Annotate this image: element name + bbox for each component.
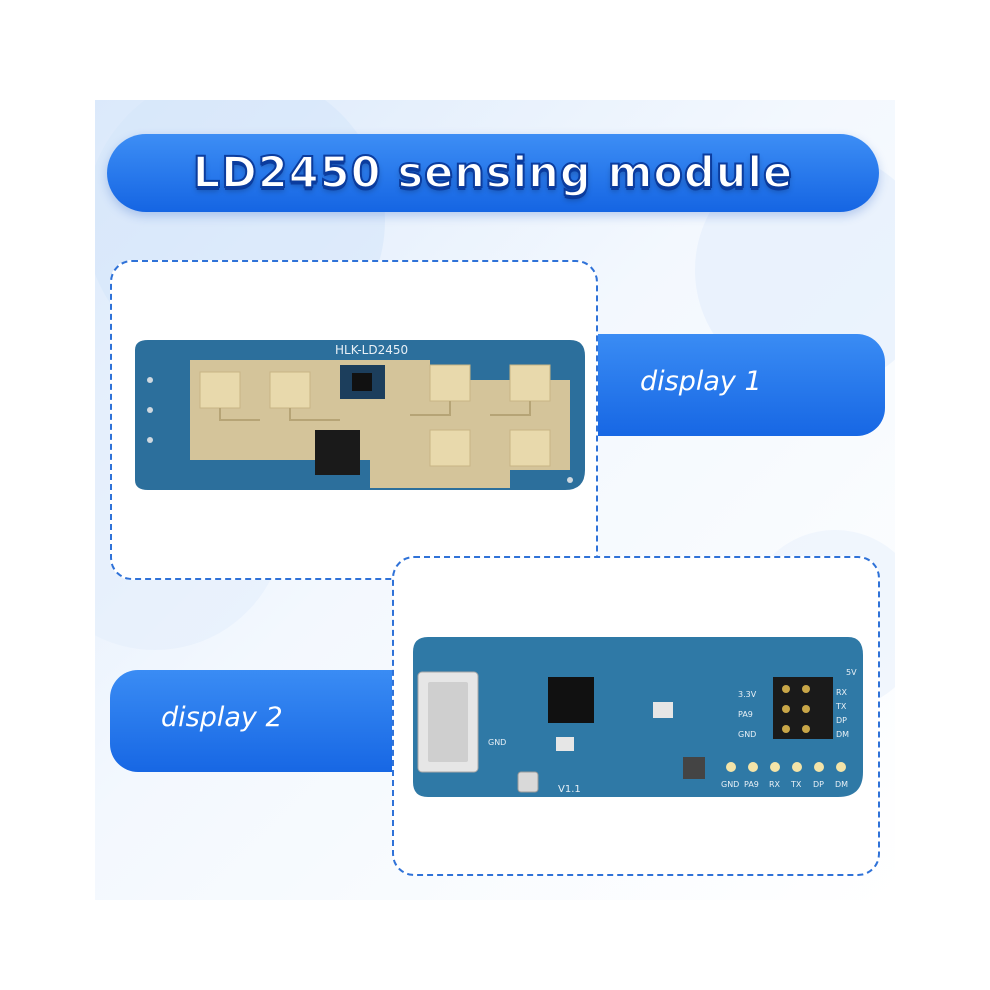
header-label-rx: RX xyxy=(836,688,848,697)
pcb-front-image: HLK-LD2450 xyxy=(135,340,585,490)
header-label-5v: 5V xyxy=(846,668,857,677)
header-label-dm: DM xyxy=(836,730,849,739)
pin-label-dp: DP xyxy=(813,780,824,789)
pin-label-dm: DM xyxy=(835,780,848,789)
pcb-back-image: V1.1 GND PA9 RX TX DP DM 5V RX TX DP DM … xyxy=(413,637,863,797)
display2-label: display 2 xyxy=(161,702,283,733)
board2-version-text: V1.1 xyxy=(558,784,581,795)
connector-label-gnd: GND xyxy=(488,738,506,747)
header-label-tx: TX xyxy=(835,702,847,711)
pin-label-pa9: PA9 xyxy=(744,780,759,789)
board1-silkscreen-text: HLK-LD2450 xyxy=(335,343,408,357)
display1-label: display 1 xyxy=(640,366,762,397)
display1-banner xyxy=(575,334,885,436)
display2-banner xyxy=(110,670,430,772)
page-title: LD2450 sensing module xyxy=(192,147,794,199)
header-label-dp: DP xyxy=(836,716,847,725)
pin-label-rx: RX xyxy=(769,780,781,789)
pin-label-gnd: GND xyxy=(721,780,739,789)
pin-label-tx: TX xyxy=(790,780,802,789)
product-panel: LD2450 sensing module display 1 display … xyxy=(95,100,895,900)
header-label-pa9: PA9 xyxy=(738,710,753,719)
title-banner xyxy=(107,134,879,212)
header-label-gnd: GND xyxy=(738,730,756,739)
header-label-3v3: 3.3V xyxy=(738,690,757,699)
